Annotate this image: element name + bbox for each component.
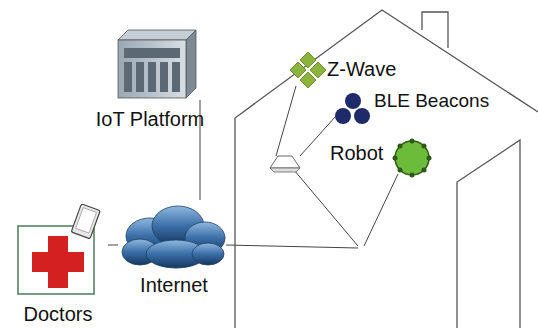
labelled-icon: Z-Wave: [327, 56, 407, 82]
home-links: [200, 86, 398, 248]
ble-symbol: [335, 93, 370, 124]
labelled-icon: IoT Platform: [85, 30, 215, 130]
node-label: BLE Beacons: [374, 91, 489, 112]
zwave-symbol: [290, 52, 326, 88]
hub-base: [270, 168, 300, 172]
labelled-icon: BLE Beacons: [374, 88, 493, 114]
doctors-symbol: [18, 204, 100, 294]
node-label: Z-Wave: [327, 58, 396, 80]
cloud-symbol: [122, 206, 225, 268]
network-link: [108, 245, 118, 246]
hub-symbol: [270, 156, 300, 168]
node-label: Robot: [330, 142, 383, 164]
server-symbol: [118, 30, 196, 98]
node-label: IoT Platform: [96, 108, 205, 130]
house-outline: [235, 10, 538, 328]
labelled-icon: Doctors: [8, 205, 108, 325]
robot-symbol: [393, 139, 432, 178]
network-link: [200, 130, 201, 200]
node-label: Doctors: [24, 303, 93, 325]
node-label: Internet: [140, 274, 208, 296]
labelled-icon: Internet: [118, 200, 230, 296]
labelled-icon: Robot: [330, 140, 392, 166]
